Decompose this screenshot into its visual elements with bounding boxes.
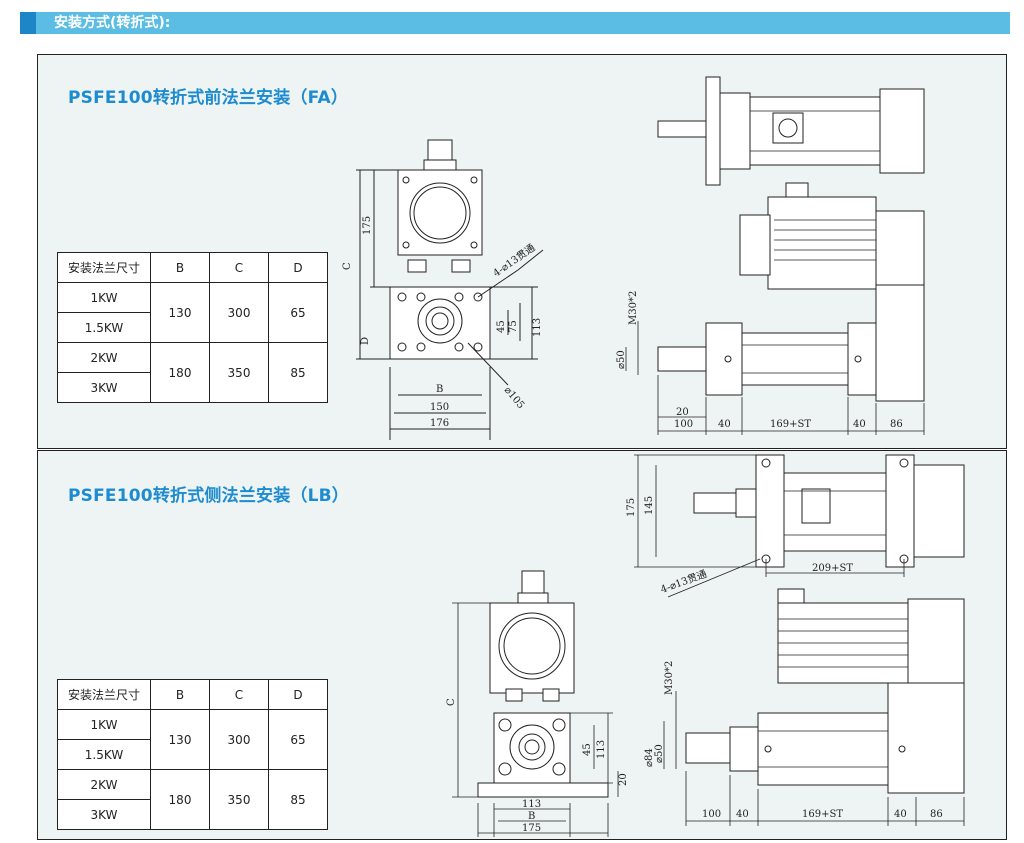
value-c: 350 <box>209 769 269 830</box>
table-row: 3KW <box>57 799 328 830</box>
dim-45: 45 <box>582 743 593 756</box>
dim-20: 20 <box>676 407 689 418</box>
panel-front-flange: PSFE100转折式前法兰安装（FA） 安装法兰尺寸 B C D 1KW 130… <box>37 54 1007 449</box>
table-row: 1.5KW <box>57 739 328 770</box>
power-cell: 2KW <box>57 342 151 373</box>
value-c: 350 <box>209 342 269 403</box>
dim-86: 86 <box>930 809 943 820</box>
front-view-drawing-fa: C 175 D 4-⌀13贯通 45 75 113 ⌀105 B 150 176 <box>342 139 544 440</box>
dim-113: 113 <box>532 318 543 337</box>
dim-169st: 169+ST <box>770 419 811 430</box>
flange-size-table-lb: 安装法兰尺寸 B C D 1KW 130 300 65 1.5KW 2KW 18… <box>57 679 328 830</box>
dim-m30: M30*2 <box>628 291 639 325</box>
dim-176: 176 <box>430 418 449 429</box>
table-row: 1KW 130 300 65 <box>57 709 328 770</box>
flange-size-table-fa: 安装法兰尺寸 B C D 1KW 130 300 65 1.5KW 2KW 18… <box>57 252 328 403</box>
table-header-row: 安装法兰尺寸 B C D <box>57 679 328 710</box>
section-banner: 安装方式(转折式): <box>20 12 1010 34</box>
dim-175: 175 <box>362 216 373 235</box>
header-d: D <box>268 252 328 283</box>
table-row: 2KW 180 350 85 <box>57 342 328 403</box>
dim-169st: 169+ST <box>802 809 843 820</box>
power-cell: 1KW <box>57 282 151 313</box>
panel-side-flange: PSFE100转折式侧法兰安装（LB） 安装法兰尺寸 B C D 1KW 130… <box>37 450 1007 840</box>
dim-75: 75 <box>508 320 519 333</box>
panel-title-lb: PSFE100转折式侧法兰安装（LB） <box>68 486 350 506</box>
dim-d: D <box>360 337 371 345</box>
table-row: 2KW 180 350 85 <box>57 769 328 830</box>
value-d: 65 <box>268 282 328 343</box>
dim-150: 150 <box>430 402 449 413</box>
dim-20: 20 <box>618 773 629 786</box>
dim-86: 86 <box>890 419 903 430</box>
dim-c: C <box>446 698 457 706</box>
dim-113: 113 <box>522 799 541 810</box>
dim-m30: M30*2 <box>664 661 675 695</box>
dim-209st: 209+ST <box>812 563 853 574</box>
banner-title: 安装方式(转折式): <box>54 15 171 31</box>
front-view-drawing-lb: C 45 113 20 113 B 175 <box>446 570 629 837</box>
value-b: 130 <box>150 709 210 770</box>
dim-phi84: ⌀84 <box>644 748 655 767</box>
dim-100: 100 <box>674 419 693 430</box>
dim-b: B <box>528 811 535 822</box>
dim-40: 40 <box>853 419 866 430</box>
header-c: C <box>209 679 269 710</box>
dim-145: 145 <box>644 496 655 515</box>
panel-title-fa: PSFE100转折式前法兰安装（FA） <box>68 88 349 108</box>
banner-marker <box>20 12 36 34</box>
dim-100: 100 <box>702 809 721 820</box>
table-row: 1KW 130 300 65 <box>57 282 328 343</box>
value-b: 130 <box>150 282 210 343</box>
dim-175: 175 <box>626 498 637 517</box>
dim-phi50: ⌀50 <box>654 744 665 763</box>
side-view-drawing-lb: 175 145 4-⌀13贯通 209+ST M30*2 ⌀84 ⌀50 100… <box>626 454 965 826</box>
value-d: 85 <box>268 342 328 403</box>
value-b: 180 <box>150 769 210 830</box>
power-cell: 3KW <box>57 799 151 830</box>
table-header-row: 安装法兰尺寸 B C D <box>57 252 328 283</box>
header-d: D <box>268 679 328 710</box>
side-view-drawing-fa: M30*2 ⌀50 20 100 40 169+ST 40 86 <box>616 76 925 435</box>
dim-bolt-holes: 4-⌀13贯通 <box>659 568 709 596</box>
power-cell: 3KW <box>57 372 151 403</box>
power-cell: 1.5KW <box>57 739 151 770</box>
dim-45: 45 <box>496 320 507 333</box>
dim-40: 40 <box>894 809 907 820</box>
value-d: 65 <box>268 709 328 770</box>
dim-phi50: ⌀50 <box>616 350 627 369</box>
dim-40: 40 <box>718 419 731 430</box>
dim-175: 175 <box>522 823 541 834</box>
dim-c: C <box>342 262 353 270</box>
value-d: 85 <box>268 769 328 830</box>
dim-40: 40 <box>736 809 749 820</box>
dim-b: B <box>436 384 443 395</box>
dim-113: 113 <box>596 740 607 759</box>
value-c: 300 <box>209 282 269 343</box>
table-row: 3KW <box>57 372 328 403</box>
